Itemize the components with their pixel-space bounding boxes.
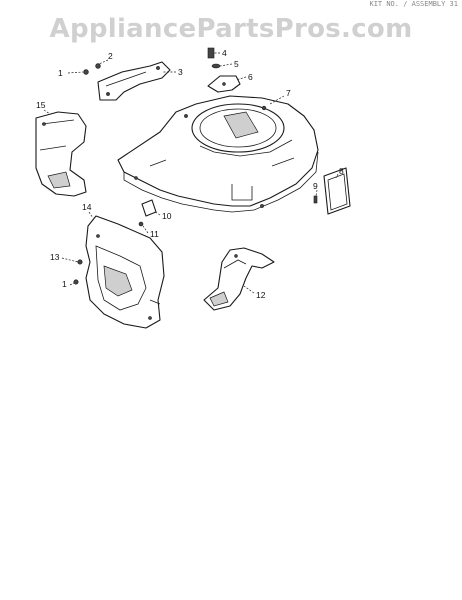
callout-4: 4 — [222, 48, 227, 58]
callout-numbers: 1 2 3 4 5 6 7 8 9 10 11 12 13 14 15 1 — [36, 48, 344, 300]
bracket-part-12 — [203, 247, 275, 311]
callout-14: 14 — [82, 202, 92, 212]
screw-part-13 — [77, 259, 83, 265]
baffle-plate-part — [323, 167, 351, 215]
callout-11: 11 — [150, 229, 159, 239]
bolt-part — [207, 47, 215, 59]
callout-5: 5 — [234, 59, 239, 69]
callout-15: 15 — [36, 100, 46, 110]
callout-7: 7 — [286, 88, 291, 98]
callout-12: 12 — [256, 290, 266, 300]
screw-part-1-top — [83, 69, 89, 75]
callout-10: 10 — [162, 211, 172, 221]
air-guide-part — [85, 215, 165, 329]
clamp-part — [207, 75, 241, 93]
callout-9: 9 — [313, 181, 318, 191]
washer-part — [211, 63, 221, 69]
screw-part-11 — [138, 221, 144, 227]
screw-part-9 — [313, 195, 318, 204]
callout-1-bottom: 1 — [62, 279, 67, 289]
screw-part-2 — [95, 63, 101, 69]
callout-1-top: 1 — [58, 68, 63, 78]
bracket-assembly-part — [97, 61, 171, 101]
callout-2: 2 — [108, 51, 113, 61]
shroud-part — [35, 111, 87, 197]
blower-housing-part — [117, 95, 319, 213]
callout-8: 8 — [339, 166, 344, 176]
callout-3: 3 — [178, 67, 183, 77]
callout-13: 13 — [50, 252, 60, 262]
callout-6: 6 — [248, 72, 253, 82]
watermark: AppliancePartsPros.com — [49, 14, 413, 44]
leader-lines — [43, 52, 339, 294]
screw-part-1-bottom — [73, 279, 79, 285]
header-note: KIT NO. / ASSEMBLY 31 — [369, 0, 458, 8]
clip-part — [141, 199, 157, 217]
